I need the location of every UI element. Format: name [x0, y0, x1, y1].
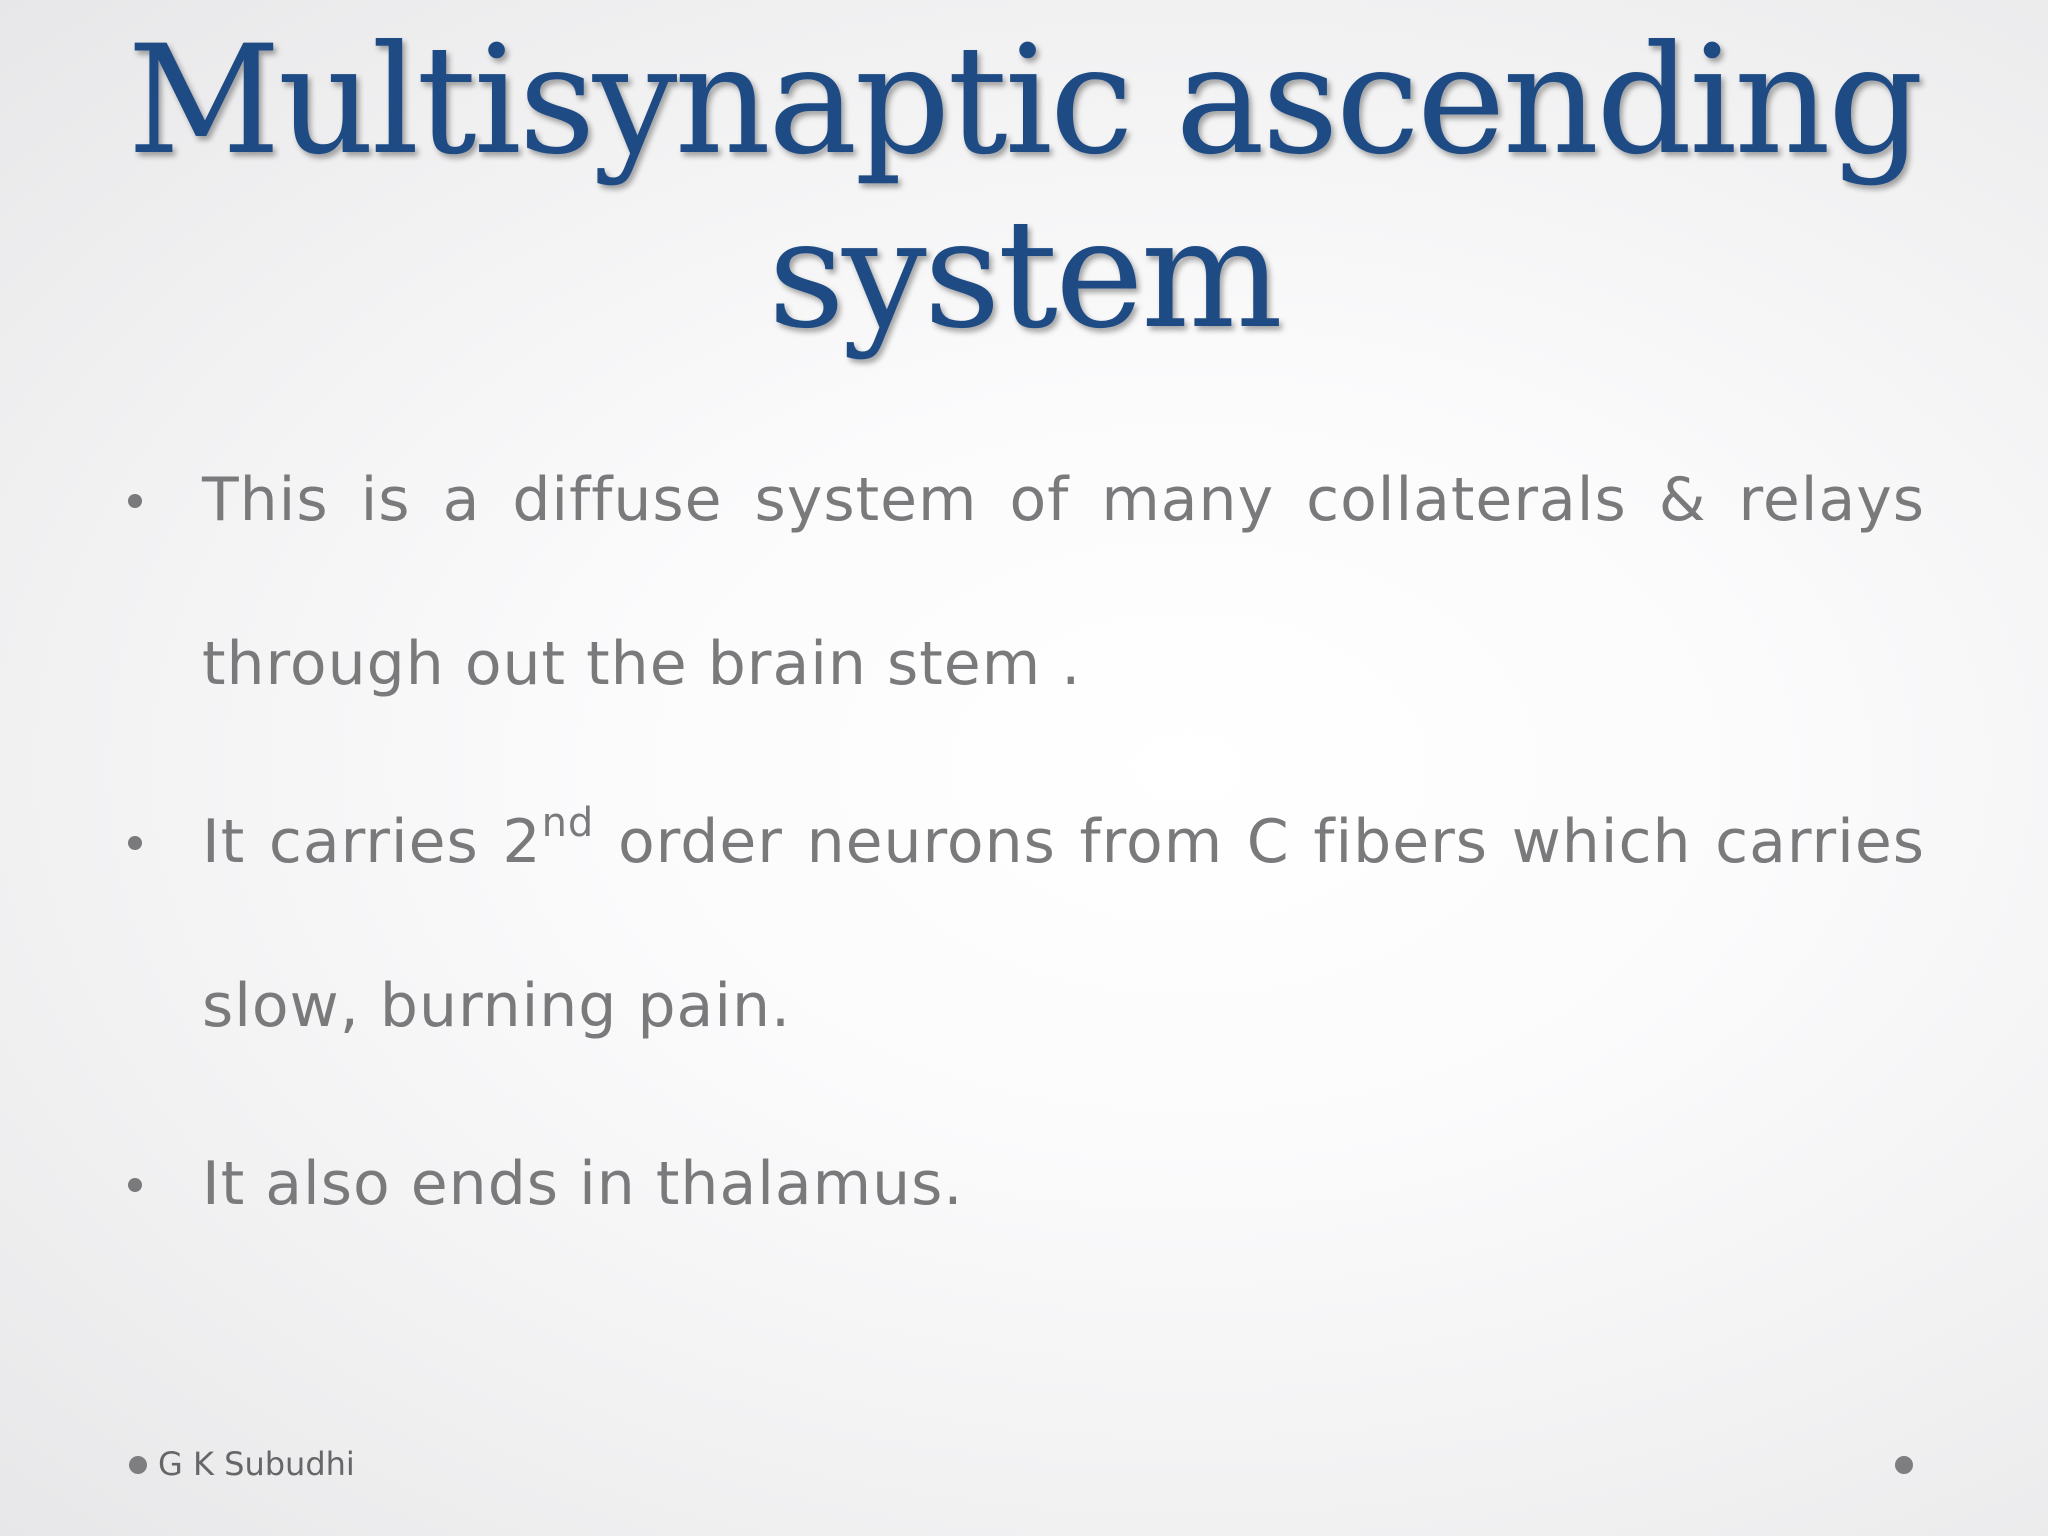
slide-title: Multisynaptic ascending system — [0, 14, 2048, 362]
bullet-item: It carries 2nd order neurons from C fibe… — [120, 760, 1925, 1088]
bullet-dot-icon — [128, 836, 142, 850]
bullet-text: It also ends in thalamus. — [202, 1149, 964, 1219]
bullet-dot-icon — [128, 1178, 142, 1192]
slide-title-line-1: Multisynaptic ascending — [127, 14, 1924, 188]
footer-dot-icon — [1895, 1456, 1913, 1474]
bullet-item: This is a diffuse system of many collate… — [120, 418, 1925, 746]
bullet-item: It also ends in thalamus. — [120, 1102, 1925, 1266]
bullet-text: This is a diffuse system of many collate… — [202, 465, 1925, 699]
bullet-text-part: order neurons from C fibers which carrie… — [202, 807, 1925, 1041]
bullet-dot-icon — [128, 494, 142, 508]
footer-author: G K Subudhi — [158, 1445, 355, 1483]
bullet-text: It carries 2nd order neurons from C fibe… — [202, 760, 1925, 1088]
ordinal-superscript: nd — [541, 800, 595, 846]
bullet-text-part: It carries 2 — [202, 807, 542, 877]
footer-dot-icon — [129, 1456, 147, 1474]
slide-title-line-2: system — [768, 188, 1283, 362]
bullet-list: This is a diffuse system of many collate… — [120, 418, 1925, 1266]
